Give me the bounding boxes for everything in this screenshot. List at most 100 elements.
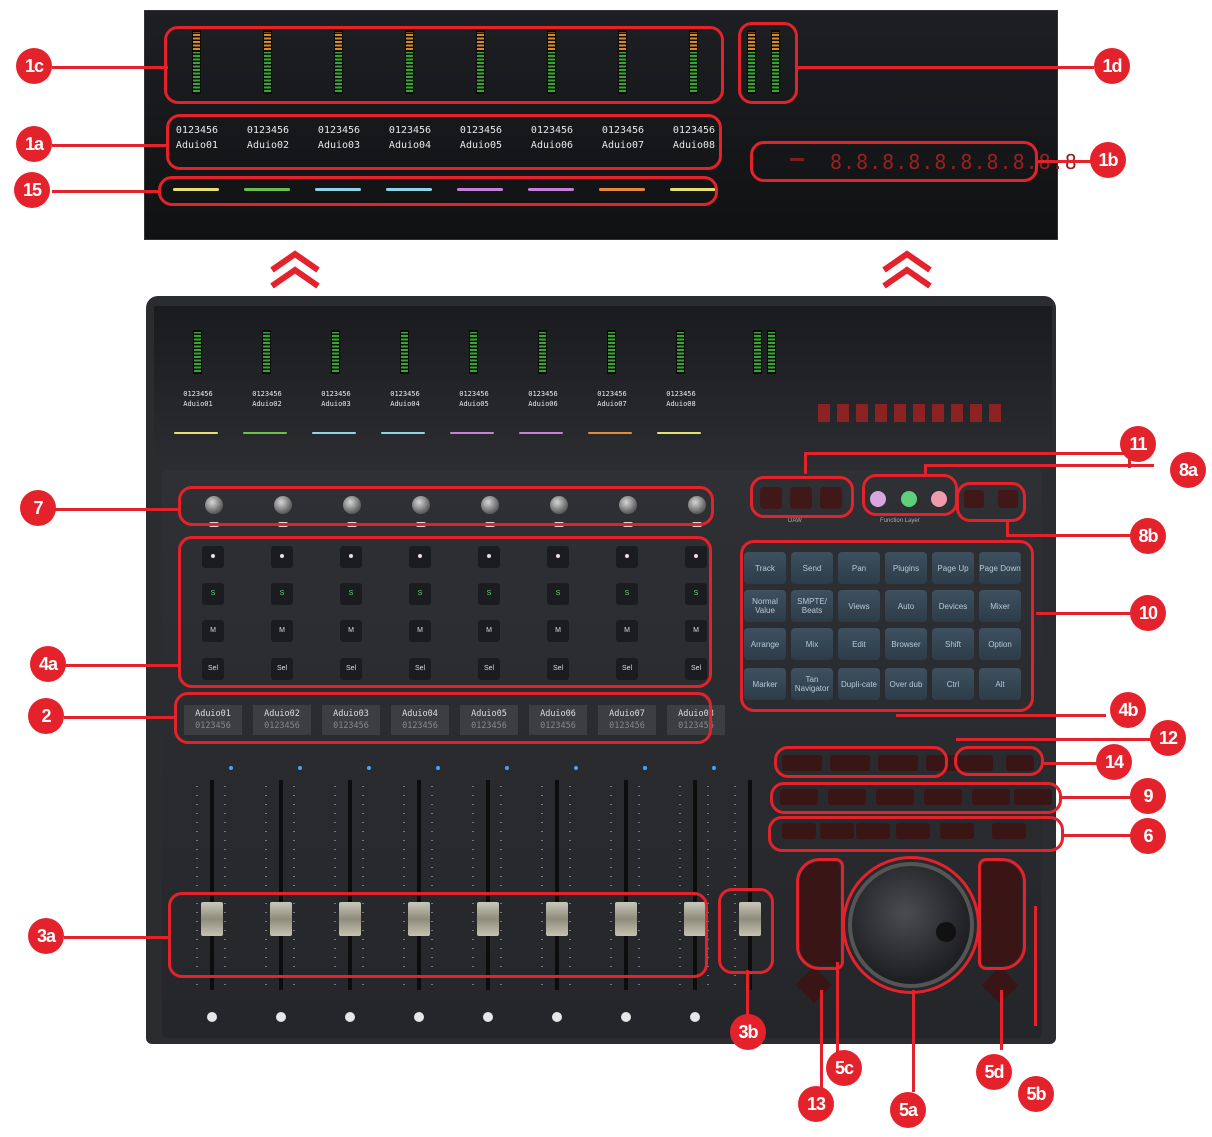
select-button[interactable]: Sel — [340, 658, 362, 680]
mute-button[interactable]: M — [271, 620, 293, 642]
solo-button[interactable]: S — [202, 583, 224, 605]
channel-knob[interactable] — [550, 496, 568, 514]
rec-button[interactable] — [616, 546, 638, 568]
function-key[interactable]: Pan — [838, 552, 880, 584]
channel-knob[interactable] — [481, 496, 499, 514]
automation-button[interactable] — [1014, 789, 1052, 805]
select-button[interactable]: Sel — [547, 658, 569, 680]
channel-fader[interactable] — [270, 902, 292, 936]
automation-button[interactable] — [780, 789, 818, 805]
fader-touch-led — [276, 1012, 286, 1022]
solo-button[interactable]: S — [340, 583, 362, 605]
select-button[interactable]: Sel — [202, 658, 224, 680]
rec-button[interactable] — [409, 546, 431, 568]
select-button[interactable]: Sel — [409, 658, 431, 680]
select-button[interactable]: Sel — [616, 658, 638, 680]
master-fader[interactable] — [739, 902, 761, 936]
channel-knob[interactable] — [343, 496, 361, 514]
function-key[interactable]: Mixer — [979, 590, 1021, 622]
select-button[interactable]: Sel — [271, 658, 293, 680]
function-layer-button-green[interactable] — [901, 491, 917, 507]
mute-button[interactable]: M — [547, 620, 569, 642]
channel-fader[interactable] — [684, 902, 706, 936]
bank-button[interactable] — [878, 755, 918, 771]
daw-button-2[interactable] — [790, 487, 812, 509]
flip-button[interactable] — [963, 755, 993, 771]
mute-button[interactable]: M — [202, 620, 224, 642]
solo-button[interactable]: S — [478, 583, 500, 605]
automation-button[interactable] — [924, 789, 962, 805]
channel-fader[interactable] — [408, 902, 430, 936]
select-button[interactable]: Sel — [478, 658, 500, 680]
channel-knob[interactable] — [688, 496, 706, 514]
lock-button[interactable] — [1006, 755, 1034, 771]
fast-forward-button[interactable] — [820, 823, 854, 839]
bank-button[interactable] — [782, 755, 822, 771]
solo-button[interactable]: S — [409, 583, 431, 605]
rewind-button[interactable] — [782, 823, 816, 839]
daw-button-1[interactable] — [760, 487, 782, 509]
function-key[interactable]: Plugins — [885, 552, 927, 584]
function-key[interactable]: Devices — [932, 590, 974, 622]
channel-fader[interactable] — [615, 902, 637, 936]
up-arrow-icon — [882, 250, 932, 289]
function-layer-button-pink[interactable] — [931, 491, 947, 507]
stop-button[interactable] — [896, 823, 930, 839]
function-key[interactable]: Normal Value — [744, 590, 786, 622]
mute-button[interactable]: M — [409, 620, 431, 642]
daw-button-3[interactable] — [820, 487, 842, 509]
channel-knob[interactable] — [619, 496, 637, 514]
function-key[interactable]: Send — [791, 552, 833, 584]
solo-button[interactable]: S — [685, 583, 707, 605]
function-key[interactable]: Page Down — [979, 552, 1021, 584]
channel-knob[interactable] — [205, 496, 223, 514]
record-button[interactable] — [992, 823, 1026, 839]
function-key[interactable]: Edit — [838, 628, 880, 660]
solo-button[interactable]: S — [271, 583, 293, 605]
solo-button[interactable]: S — [616, 583, 638, 605]
fader-scale — [569, 786, 571, 986]
function-key[interactable]: Marker — [744, 668, 786, 700]
channel-fader[interactable] — [477, 902, 499, 936]
mute-button[interactable]: M — [340, 620, 362, 642]
channel-knob[interactable] — [274, 496, 292, 514]
callout-badge-13: 13 — [798, 1086, 834, 1122]
mute-button[interactable]: M — [616, 620, 638, 642]
rec-button[interactable] — [478, 546, 500, 568]
function-key[interactable]: Page Up — [932, 552, 974, 584]
rec-button[interactable] — [271, 546, 293, 568]
automation-button[interactable] — [876, 789, 914, 805]
function-key[interactable]: SMPTE/ Beats — [791, 590, 833, 622]
function-key[interactable]: Ctrl — [932, 668, 974, 700]
function-key[interactable]: Track — [744, 552, 786, 584]
function-key[interactable]: Alt — [979, 668, 1021, 700]
function-key[interactable]: Arrange — [744, 628, 786, 660]
function-key[interactable]: Dupli-cate — [838, 668, 880, 700]
function-key[interactable]: Auto — [885, 590, 927, 622]
function-key[interactable]: Over dub — [885, 668, 927, 700]
function-key[interactable]: Browser — [885, 628, 927, 660]
channel-fader[interactable] — [201, 902, 223, 936]
channel-fader[interactable] — [546, 902, 568, 936]
function-key[interactable]: Tan Navigator — [791, 668, 833, 700]
mute-button[interactable]: M — [685, 620, 707, 642]
rec-button[interactable] — [685, 546, 707, 568]
automation-button[interactable] — [828, 789, 866, 805]
5b-outline — [978, 858, 1026, 970]
function-key[interactable]: Views — [838, 590, 880, 622]
rec-button[interactable] — [202, 546, 224, 568]
solo-button[interactable]: S — [547, 583, 569, 605]
bank-button[interactable] — [830, 755, 870, 771]
device-lcd-value: 0123456 — [528, 390, 558, 398]
automation-button[interactable] — [972, 789, 1010, 805]
function-key[interactable]: Mix — [791, 628, 833, 660]
mute-button[interactable]: M — [478, 620, 500, 642]
channel-knob[interactable] — [412, 496, 430, 514]
loop-button[interactable] — [856, 823, 890, 839]
rec-button[interactable] — [340, 546, 362, 568]
rec-button[interactable] — [547, 546, 569, 568]
channel-fader[interactable] — [339, 902, 361, 936]
function-key[interactable]: Shift — [932, 628, 974, 660]
function-key[interactable]: Option — [979, 628, 1021, 660]
play-button[interactable] — [940, 823, 974, 839]
